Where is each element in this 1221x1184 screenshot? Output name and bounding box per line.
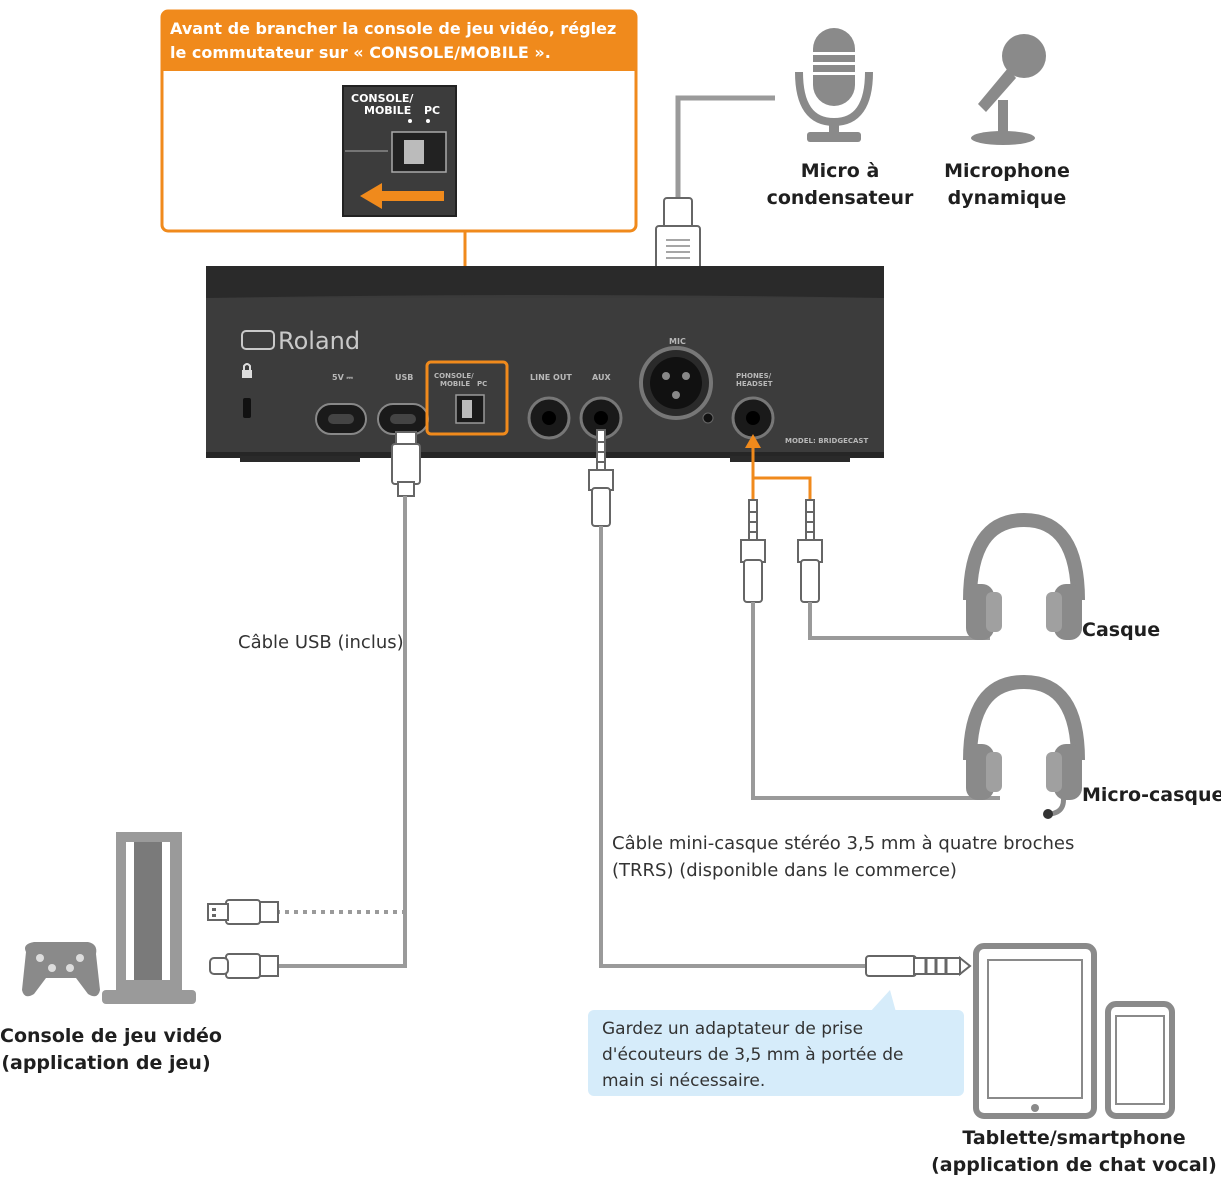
condenser-mic-label: Micro à condensateur [760, 158, 920, 212]
port-label-switch-console: CONSOLE/ [434, 372, 474, 380]
tablet-icon [973, 943, 1097, 1119]
headset-icon [963, 674, 1085, 819]
game-console-icon [102, 832, 196, 1004]
switch-closeup: CONSOLE/ MOBILE PC [342, 85, 457, 217]
kensington-slot [243, 398, 251, 418]
headphones-icon [963, 512, 1085, 640]
bridgecast-device: Roland 5V ⎓ USB CONSOLE/ MOBILE PC LINE … [206, 266, 884, 462]
callout-instruction: Avant de brancher la console de jeu vidé… [162, 11, 636, 71]
closeup-switch-slot [391, 131, 447, 173]
dynamic-mic-label-line2: dynamique [947, 187, 1067, 209]
dynamic-mic-label-line1: Microphone [944, 160, 1070, 182]
tablet-label-line1: Tablette/smartphone [962, 1127, 1186, 1149]
dynamic-mic-label: Microphone dynamique [932, 158, 1082, 212]
port-label-headset: HEADSET [736, 380, 773, 388]
lock-icon [242, 370, 252, 378]
phones-split-cable [740, 434, 1000, 800]
roland-logo-mark [241, 330, 275, 350]
usb-a-plug [225, 899, 261, 925]
console-label-line2: (application de jeu) [1, 1052, 211, 1074]
closeup-label-mobile: MOBILE [364, 104, 411, 117]
slide-left-arrow-icon [360, 183, 444, 209]
adapter-tip: Gardez un adaptateur de prise d'écouteur… [588, 1010, 964, 1096]
trrs-cable-label-line2: (TRRS) (disponible dans le commerce) [612, 860, 957, 881]
console-label-line1: Console de jeu vidéo [0, 1025, 222, 1047]
gamepad-icon [22, 942, 100, 997]
port-label-switch-mobile: MOBILE [440, 380, 470, 388]
closeup-label-console: CONSOLE/ [351, 92, 414, 105]
closeup-switch-knob [404, 140, 424, 164]
tip-line1: Gardez un adaptateur de prise [602, 1019, 864, 1039]
port-label-aux: AUX [592, 373, 611, 382]
condenser-mic-label-line2: condensateur [766, 187, 914, 209]
headphones-label: Casque [1082, 619, 1161, 641]
closeup-label-pc: PC [424, 104, 440, 117]
tip-pointer [870, 990, 896, 1012]
headset-label: Micro-casque [1082, 784, 1221, 806]
port-label-phones: PHONES/ [736, 372, 772, 380]
tip-line2: d'écouteurs de 3,5 mm à portée de [602, 1045, 904, 1065]
usb-cable [207, 431, 421, 979]
dynamic-mic-icon [971, 34, 1046, 145]
trrs-cable-label-line1: Câble mini-casque stéréo 3,5 mm à quatre… [612, 833, 1075, 854]
tablet-label: Tablette/smartphone (application de chat… [930, 1125, 1218, 1179]
port-label-mic: MIC [669, 337, 686, 346]
usb-c-plug [225, 953, 261, 979]
port-label-usb: USB [395, 373, 413, 382]
trrs-cable-label: Câble mini-casque stéréo 3,5 mm à quatre… [612, 830, 1074, 884]
tablet-label-line2: (application de chat vocal) [931, 1154, 1217, 1176]
aux-trrs-cable [588, 429, 972, 977]
console-label: Console de jeu vidéo (application de jeu… [0, 1023, 222, 1077]
port-label-line-out: LINE OUT [530, 373, 572, 382]
usb-cable-label: Câble USB (inclus) [238, 632, 404, 653]
port-label-switch-pc: PC [477, 380, 487, 388]
device-model: MODEL: BRIDGECAST [785, 437, 868, 445]
smartphone-icon [1105, 1001, 1175, 1119]
tip-line3: main si nécessaire. [602, 1071, 766, 1091]
condenser-mic-label-line1: Micro à [800, 160, 880, 182]
device-brand: Roland [278, 327, 360, 355]
condenser-mic-icon [795, 28, 873, 142]
port-label-dc: 5V ⎓ [332, 373, 354, 382]
switch-highlight [425, 360, 509, 436]
